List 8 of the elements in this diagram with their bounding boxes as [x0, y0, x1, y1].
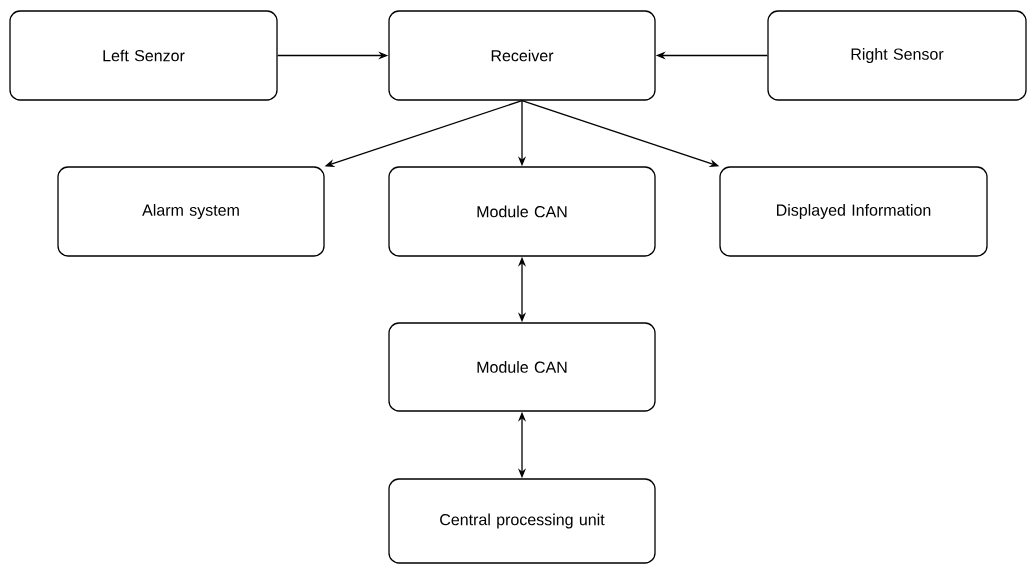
process-box: Right Sensor — [767, 10, 1027, 101]
process-box: Module CAN — [388, 322, 656, 412]
process-box: Module CAN — [388, 166, 656, 257]
process-box: Central processing unit — [388, 478, 656, 564]
process-box: Displayed Information — [719, 166, 988, 257]
process-box: Receiver — [388, 10, 656, 101]
process-box: Left Senzor — [9, 10, 278, 101]
process-box: Alarm system — [57, 166, 325, 257]
